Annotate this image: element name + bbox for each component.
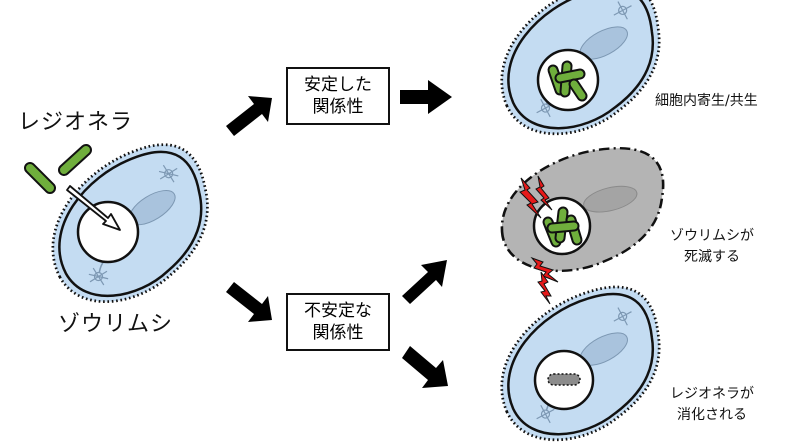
- contractile-vacuole-icon: [88, 267, 109, 286]
- bacteria-cluster: [547, 60, 588, 102]
- paramecium-digesting: [472, 265, 692, 448]
- stable-relationship-box: 安定した 関係性: [286, 67, 390, 125]
- stable-box-line1: 安定した: [304, 75, 372, 95]
- contractile-vacuole-icon: [613, 1, 632, 20]
- entry-arrow-icon: [66, 185, 121, 231]
- unstable-box-line1: 不安定な: [304, 301, 372, 321]
- bacteria-cluster: [542, 206, 583, 248]
- stable-box-line2: 関係性: [312, 97, 364, 117]
- legionella-label: レジオネラ: [18, 110, 134, 135]
- paramecium-left: [21, 122, 242, 329]
- digested-line1: レジオネラが: [670, 386, 754, 402]
- arrow-to-unstable-icon: [226, 282, 272, 322]
- arrow-to-stable-icon: [226, 96, 272, 136]
- legionella-bacteria: [24, 144, 92, 194]
- unstable-box-line2: 関係性: [312, 323, 364, 343]
- symbiosis-label: 細胞内寄生/共生: [655, 93, 758, 109]
- host-death-line1: ゾウリムシが: [670, 228, 754, 244]
- arrows: [226, 80, 452, 388]
- digested-bacterium: [547, 373, 581, 386]
- arrow-to-death-icon: [402, 260, 447, 304]
- paramecium-label: ゾウリムシ: [58, 312, 174, 337]
- contractile-vacuole-icon: [613, 307, 632, 326]
- unstable-relationship-box: 不安定な 関係性: [286, 293, 390, 351]
- food-vacuole: [76, 200, 140, 264]
- arrow-to-symbiosis-icon: [400, 80, 452, 114]
- host-death-label: ゾウリムシが 死滅する: [670, 226, 754, 268]
- host-death-line2: 死滅する: [684, 249, 740, 265]
- damage-burst-icon: [519, 175, 559, 305]
- digested-label: レジオネラが 消化される: [670, 384, 754, 426]
- paramecium-dead: [486, 134, 681, 287]
- digested-line2: 消化される: [677, 407, 747, 423]
- contractile-vacuole-icon: [158, 164, 179, 183]
- contractile-vacuole-icon: [536, 98, 555, 118]
- contractile-vacuole-icon: [536, 404, 555, 424]
- arrow-to-digestion-icon: [402, 346, 448, 388]
